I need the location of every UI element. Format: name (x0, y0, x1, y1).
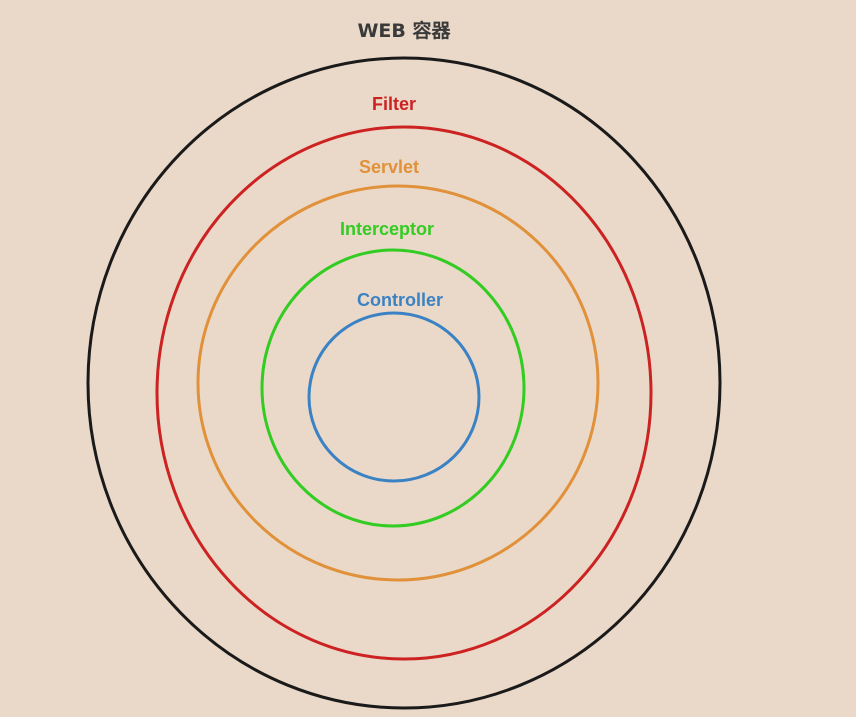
web-container-boundary (86, 56, 722, 710)
web-container-title: WEB 容器 (357, 19, 451, 42)
interceptor-boundary (260, 248, 526, 528)
servlet-boundary (196, 184, 600, 582)
filter-boundary (155, 125, 653, 661)
interceptor-label: Interceptor (340, 219, 434, 239)
filter-label: Filter (372, 94, 416, 114)
servlet-label: Servlet (359, 157, 419, 177)
controller-boundary (307, 311, 481, 483)
controller-label: Controller (357, 290, 443, 310)
